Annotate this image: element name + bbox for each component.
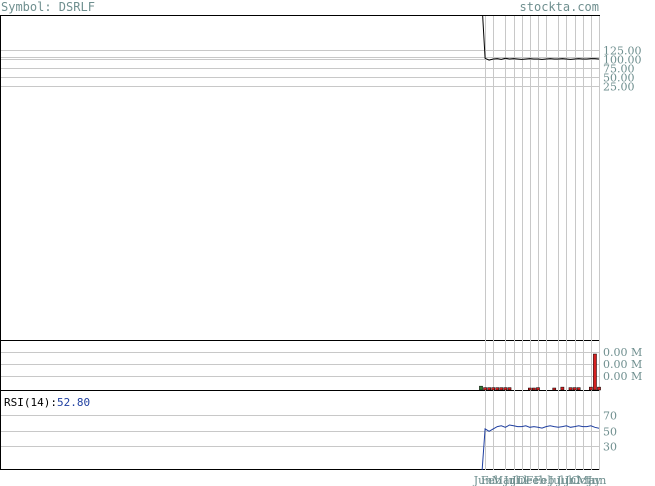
price-tick-label: 125.00 bbox=[603, 45, 642, 58]
volume-bar bbox=[593, 353, 597, 391]
volume-tick-label: 0.00 M bbox=[603, 346, 642, 359]
volume-bar bbox=[528, 387, 532, 391]
volume-bar bbox=[589, 386, 593, 391]
volume-bar bbox=[495, 387, 500, 391]
volume-bar bbox=[532, 387, 536, 391]
x-tick-label: Jun bbox=[587, 474, 607, 486]
price-panel bbox=[0, 15, 600, 341]
volume-bar bbox=[507, 387, 512, 391]
price-tick-label: 100.00 bbox=[603, 54, 642, 67]
x-tick-label: Oct bbox=[571, 474, 591, 486]
x-tick-label: Mar bbox=[492, 474, 516, 486]
volume-bars bbox=[479, 353, 601, 391]
x-tick-label: Jun bbox=[473, 474, 493, 486]
x-tick-label: Jul bbox=[503, 474, 519, 486]
x-tick-label: Feb bbox=[481, 474, 502, 486]
rsi-tick-label: 70 bbox=[603, 410, 617, 423]
price-tick-label: 50.00 bbox=[603, 72, 635, 85]
volume-tick-label: 0.00 M bbox=[603, 358, 642, 371]
chart-symbol-label: Symbol: DSRLF bbox=[1, 0, 95, 14]
site-brand-label: stockta.com bbox=[519, 0, 599, 14]
series-lines bbox=[481, 16, 599, 470]
volume-tick-label: 0.00 M bbox=[603, 370, 642, 383]
volume-bar bbox=[576, 387, 581, 391]
volume-bar bbox=[503, 387, 508, 391]
rsi-tick-label: 30 bbox=[603, 441, 617, 454]
price-tick-label: 75.00 bbox=[603, 63, 635, 76]
x-tick-label: Jul bbox=[556, 474, 572, 486]
x-tick-label: Jul bbox=[511, 474, 527, 486]
volume-bar bbox=[536, 387, 540, 391]
rsi-label-text: RSI(14): bbox=[4, 396, 57, 409]
x-tick-label: Feb bbox=[534, 474, 555, 486]
volume-bar bbox=[552, 387, 557, 391]
volume-panel bbox=[0, 340, 600, 391]
price-tick-label: 25.00 bbox=[603, 81, 635, 94]
rsi-indicator-label: RSI(14):52.80 bbox=[4, 396, 90, 409]
price-series-line bbox=[482, 16, 599, 61]
volume-bar bbox=[491, 387, 496, 391]
x-tick-label: Dec bbox=[517, 474, 539, 486]
volume-bar bbox=[483, 387, 487, 391]
volume-bar bbox=[572, 387, 577, 391]
volume-bar bbox=[560, 386, 565, 391]
rsi-series-line bbox=[481, 424, 599, 470]
x-tick-label: Jul bbox=[548, 474, 564, 486]
volume-bar bbox=[487, 387, 491, 391]
x-tick-label: Feb bbox=[526, 474, 547, 486]
rsi-tick-label: 50 bbox=[603, 426, 617, 439]
volume-bar bbox=[568, 387, 573, 391]
x-tick-label: May bbox=[577, 474, 602, 486]
volume-bar bbox=[479, 385, 483, 391]
volume-bar bbox=[597, 386, 601, 391]
rsi-value: 52.80 bbox=[56, 396, 91, 409]
x-tick-label: Jul bbox=[564, 474, 580, 486]
volume-bar bbox=[499, 387, 504, 391]
rsi-panel bbox=[0, 390, 600, 470]
